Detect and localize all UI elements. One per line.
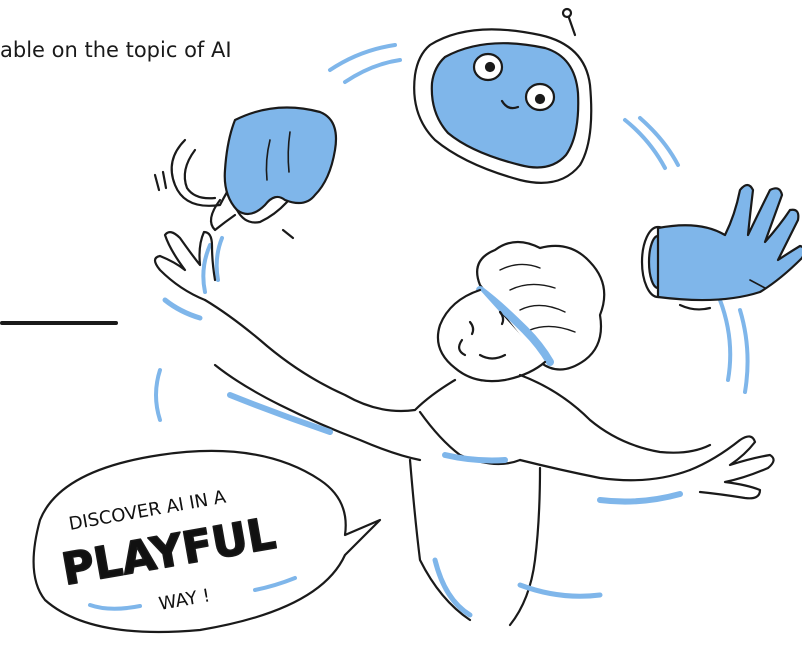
person-figure [153, 230, 775, 627]
motion-arcs [154, 43, 750, 422]
robot-hand-icon [640, 183, 802, 311]
robot-head-icon [413, 7, 593, 184]
divider-line [0, 321, 118, 325]
speech-bubble: DISCOVER AI IN A PLAYFUL WAY ! [32, 449, 382, 634]
intro-text: able on the topic of AI [0, 38, 232, 62]
vr-headset-icon [153, 106, 338, 240]
